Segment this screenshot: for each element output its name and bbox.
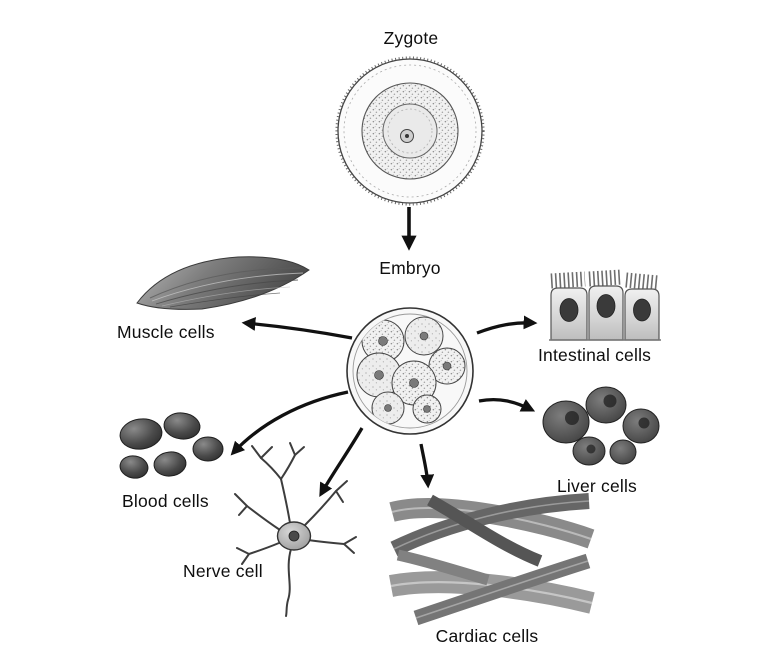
cardiac-cells-illustration — [388, 493, 595, 626]
cardiac-cells-label: Cardiac cells — [435, 626, 539, 646]
liver-cells-illustration — [542, 386, 660, 466]
zygote-label: Zygote — [383, 28, 439, 48]
arrow-embryo-to-intestinal — [476, 315, 538, 335]
nerve-cell-label: Nerve cell — [183, 561, 263, 581]
arrow-embryo-to-muscle — [241, 317, 353, 340]
arrow-embryo-to-cardiac — [419, 443, 435, 489]
muscle-cells-illustration — [136, 256, 310, 310]
arrow-embryo-to-blood — [230, 390, 349, 456]
nerve-cell-illustration — [234, 442, 357, 617]
zygote-illustration — [335, 56, 485, 206]
embryo-illustration — [346, 307, 474, 435]
intestinal-cells-label: Intestinal cells — [538, 345, 652, 365]
blood-cells-label: Blood cells — [122, 491, 209, 511]
embryo-label: Embryo — [379, 258, 441, 278]
intestinal-cells-illustration — [549, 269, 661, 341]
blood-cells-illustration — [119, 412, 224, 479]
muscle-cells-label: Muscle cells — [117, 322, 215, 342]
arrow-embryo-to-nerve — [319, 427, 364, 498]
arrow-embryo-to-liver — [478, 397, 536, 412]
liver-cells-label: Liver cells — [557, 476, 638, 496]
